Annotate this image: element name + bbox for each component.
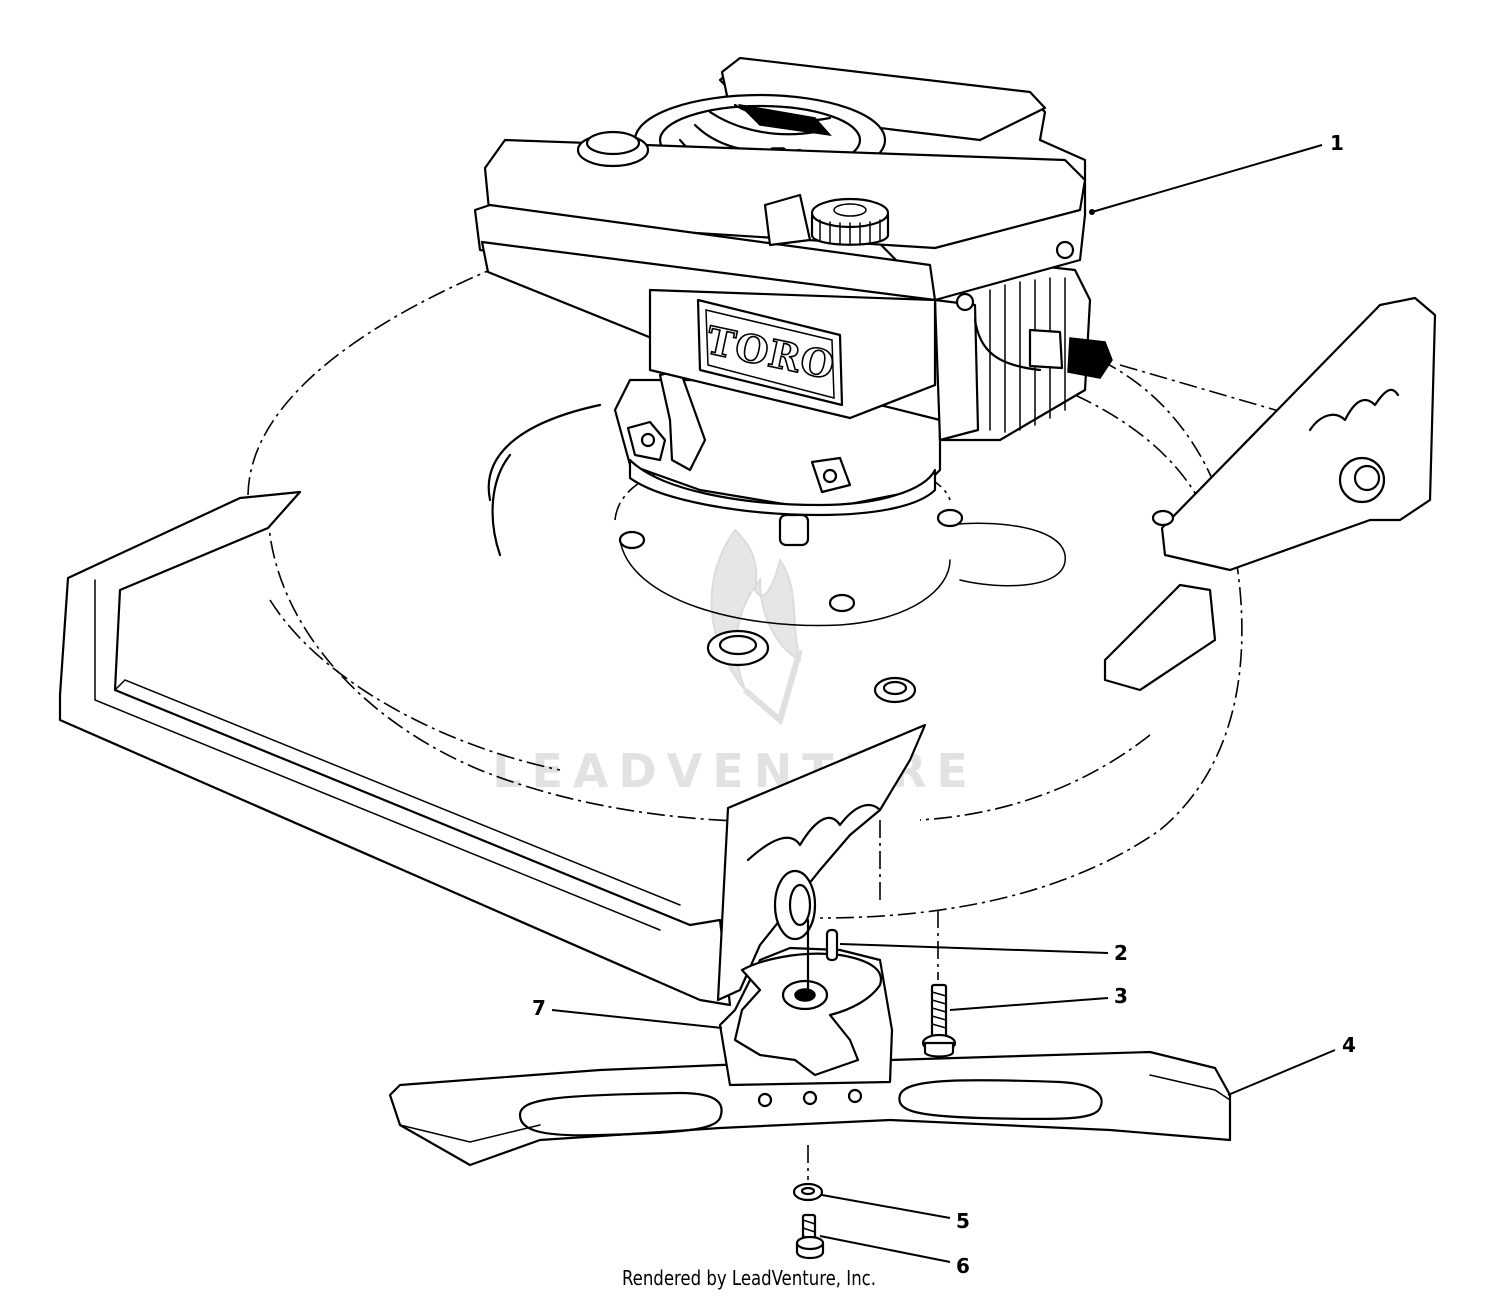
mount-plate-arc <box>619 539 951 627</box>
rear-wheel-hub-inner <box>1353 464 1381 492</box>
callout-number-2[interactable]: 2 <box>1114 941 1128 965</box>
callout-number-5[interactable]: 5 <box>956 1209 970 1233</box>
watermark-flame-base-icon <box>743 649 803 726</box>
oil-cap-knurl <box>819 219 881 246</box>
callout-leader-1-dot <box>1089 209 1095 215</box>
blade-assembly <box>388 820 1232 1260</box>
deck-washer-1-inner <box>718 634 758 656</box>
engine-logo-plate: TORO <box>696 298 844 407</box>
engine-mount-ear-left <box>626 420 667 462</box>
mount-bolt-hole-1 <box>618 530 646 550</box>
callout-number-6[interactable]: 6 <box>956 1254 970 1278</box>
callout-leader-4 <box>1227 1049 1336 1096</box>
oil-fill-tube <box>763 193 812 247</box>
height-adjuster-front <box>716 723 927 1002</box>
rear-wheel-hub <box>1338 456 1386 504</box>
callout-number-3[interactable]: 3 <box>1114 984 1128 1008</box>
deck-inner-shadow-left <box>487 403 602 502</box>
height-adjuster-front-teeth <box>746 803 882 862</box>
callout-leader-1 <box>1091 144 1323 213</box>
mount-bolt-hole-2 <box>936 508 964 528</box>
deck-inner-rim-right <box>919 734 1151 821</box>
engine-shroud-bolt-1 <box>1055 240 1075 260</box>
engine-cylinder-side <box>933 298 980 442</box>
callout-number-1[interactable]: 1 <box>1330 131 1344 155</box>
blade-adapter-bore-icon <box>794 988 816 1002</box>
deck-inner-rim <box>267 509 781 823</box>
deck-inner-rim-2 <box>269 599 561 771</box>
spark-plug-boot-icon <box>1067 337 1113 379</box>
height-adjuster-rear-teeth <box>1308 388 1400 432</box>
blade-hole-1 <box>757 1092 773 1108</box>
mount-bolt-hole-3 <box>828 593 856 613</box>
spark-plug-wire <box>973 318 1042 372</box>
callout-leader-7 <box>551 1009 723 1029</box>
blade-edge-left <box>399 1124 541 1143</box>
engine-mount-ear-right-hole <box>822 468 838 484</box>
deck-left-wing-inner <box>94 579 661 931</box>
engine-shroud-bolt-2 <box>955 292 975 312</box>
oil-cap-center <box>833 203 867 217</box>
bolt-thread <box>931 991 947 1029</box>
pin <box>825 928 839 962</box>
blade-edge-right <box>1149 1074 1231 1101</box>
mount-bolt-hole-4 <box>1151 509 1175 527</box>
deck-outline-right <box>819 359 1243 919</box>
callout-leader-6 <box>819 1235 951 1263</box>
deck-washer-2-inner <box>882 680 908 696</box>
deck-left-wing-edge <box>114 679 681 906</box>
screw-head-top <box>795 1235 825 1251</box>
blade-hole-2 <box>802 1090 818 1106</box>
bolt-head-side <box>923 1041 955 1058</box>
washer-hole <box>800 1186 816 1196</box>
mower-deck <box>58 269 1437 1007</box>
mount-plate-ear <box>949 522 1066 587</box>
footer-credit: Rendered by LeadVenture, Inc. <box>621 1266 877 1290</box>
logo-plate-inner-border <box>705 309 835 399</box>
engine-crankshaft <box>778 513 810 547</box>
starter-handle-icon <box>737 103 832 137</box>
height-adjuster-rear <box>1160 296 1437 572</box>
watermark-flame-icon <box>710 528 802 691</box>
callout-number-4[interactable]: 4 <box>1342 1033 1356 1057</box>
engine: TORO <box>473 56 1113 547</box>
deck-inner-shadow-left-2 <box>491 453 512 557</box>
logo-plate-border <box>696 298 844 407</box>
engine-mount-ear-left-hole <box>640 432 656 448</box>
blade-adapter-star <box>733 952 883 1077</box>
callout-leader-3 <box>949 997 1109 1011</box>
blade-slot-right <box>898 1079 1103 1121</box>
callout-leader-2 <box>839 943 1109 954</box>
engine-mount-ear-right <box>810 456 852 494</box>
spark-plug-body <box>1028 328 1064 370</box>
blade-hole-3 <box>847 1088 863 1104</box>
gas-cap-top <box>585 130 641 156</box>
callout-leader-5 <box>821 1194 951 1219</box>
blade-slot-left <box>518 1091 723 1137</box>
callouts: 1 2 3 4 5 6 7 <box>532 131 1356 1278</box>
callout-number-7[interactable]: 7 <box>532 996 546 1020</box>
fuel-tank-rim <box>473 203 937 302</box>
deck-rear-flap <box>1103 583 1217 692</box>
deck-outline-upper-left <box>247 269 491 496</box>
engine-base-flange <box>628 458 937 517</box>
front-wheel-hub-inner <box>788 883 812 927</box>
